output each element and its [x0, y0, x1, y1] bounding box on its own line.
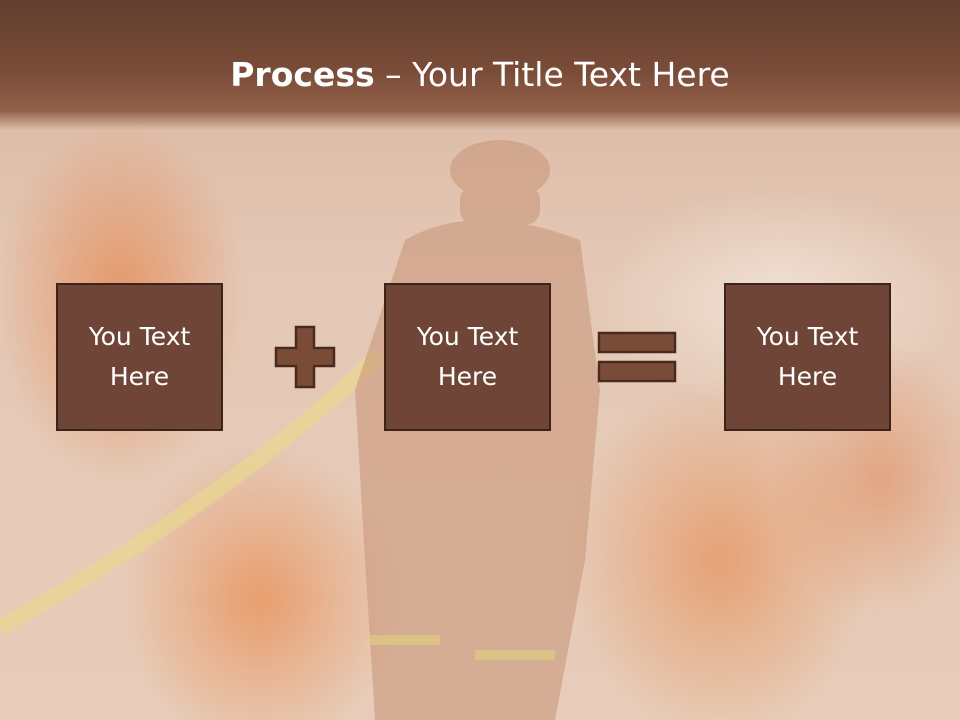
page-title: Process – Your Title Text Here — [0, 52, 960, 98]
process-box-label: You Text Here — [88, 322, 191, 391]
process-box-2[interactable]: You Text Here — [384, 283, 551, 431]
process-box-label: You Text Here — [756, 322, 859, 391]
process-box-1[interactable]: You Text Here — [56, 283, 223, 431]
plus-icon — [274, 325, 336, 389]
equals-icon — [597, 331, 677, 383]
title-rest: – Your Title Text Here — [374, 55, 730, 94]
process-box-3[interactable]: You Text Here — [724, 283, 891, 431]
header-band — [0, 0, 960, 130]
title-strong: Process — [230, 55, 375, 94]
process-box-label: You Text Here — [416, 322, 519, 391]
